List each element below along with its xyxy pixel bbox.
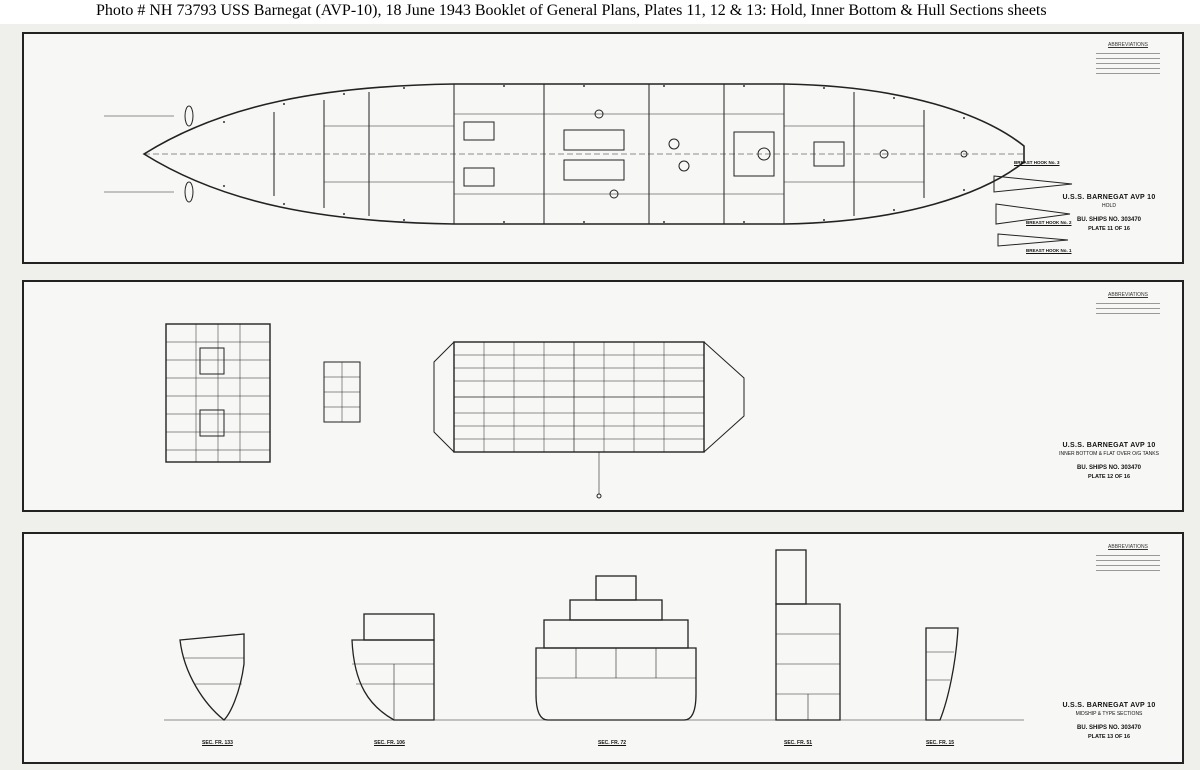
section-fr-133-label: SEC. FR. 133	[202, 740, 233, 746]
hold-abbreviations: ABBREVIATIONS	[1096, 42, 1160, 75]
section-fr-15-label: SEC. FR. 15	[926, 740, 955, 746]
hold-subtitle: HOLD	[1102, 203, 1116, 209]
plate-sections-panel: SEC. FR. 133 SEC. FR. 106 SEC. FR. 72 SE…	[22, 532, 1184, 764]
hold-title-block: U.S.S. BARNEGAT AVP 10 HOLD BU. SHIPS NO…	[1054, 194, 1164, 232]
sections-subtitle: MIDSHIP & TYPE SECTIONS	[1075, 711, 1143, 717]
section-fr-51-label: SEC. FR. 51	[784, 740, 813, 746]
section-fr-72-label: SEC. FR. 72	[598, 740, 627, 746]
sections-abbreviations: ABBREVIATIONS	[1096, 544, 1160, 572]
hold-ship-name: U.S.S. BARNEGAT AVP 10	[1062, 194, 1156, 201]
hold-plan-drawing	[104, 83, 1073, 247]
sections-ship-name: U.S.S. BARNEGAT AVP 10	[1062, 702, 1156, 709]
inner-bottom-abbreviations-heading: ABBREVIATIONS	[1108, 292, 1148, 298]
sections-abbreviations-heading: ABBREVIATIONS	[1108, 544, 1148, 550]
photo-caption: Photo # NH 73793 USS Barnegat (AVP-10), …	[0, 0, 1200, 24]
inner-bottom-subtitle: INNER BOTTOM & FLAT OVER O/G TANKS	[1059, 451, 1159, 457]
sections-plate-number: PLATE 13 OF 16	[1087, 734, 1131, 740]
hull-sections-drawing	[164, 549, 1024, 721]
plate-hold-panel: BREAST HOOK No. 3 BREAST HOOK No. 2 BREA…	[22, 32, 1184, 264]
inner-bottom-plate-number: PLATE 12 OF 16	[1087, 474, 1131, 480]
section-fr-106-label: SEC. FR. 106	[374, 740, 405, 746]
plate-inner-bottom-panel: ABBREVIATIONS U.S.S. BARNEGAT AVP 10 INN…	[22, 280, 1184, 512]
inner-bottom-abbreviations: ABBREVIATIONS	[1096, 292, 1160, 315]
sections-title-block: U.S.S. BARNEGAT AVP 10 MIDSHIP & TYPE SE…	[1054, 702, 1164, 740]
inner-bottom-ship-name: U.S.S. BARNEGAT AVP 10	[1062, 442, 1156, 449]
sections-bu-ships-number: BU. SHIPS NO. 303470	[1076, 725, 1142, 731]
hold-bu-ships-number: BU. SHIPS NO. 303470	[1076, 217, 1142, 223]
plan-sheet: BREAST HOOK No. 3 BREAST HOOK No. 2 BREA…	[0, 24, 1200, 770]
hold-abbreviations-heading: ABBREVIATIONS	[1108, 42, 1148, 48]
inner-bottom-title-block: U.S.S. BARNEGAT AVP 10 INNER BOTTOM & FL…	[1054, 442, 1164, 480]
breast-hook-3-label: BREAST HOOK No. 3	[1014, 160, 1060, 165]
inner-bottom-drawing	[165, 323, 745, 499]
hold-plate-number: PLATE 11 OF 16	[1088, 226, 1130, 232]
breast-hook-1-label: BREAST HOOK No. 1	[1026, 248, 1072, 253]
inner-bottom-bu-ships-number: BU. SHIPS NO. 303470	[1076, 465, 1142, 471]
breast-hook-2-label: BREAST HOOK No. 2	[1026, 220, 1072, 225]
